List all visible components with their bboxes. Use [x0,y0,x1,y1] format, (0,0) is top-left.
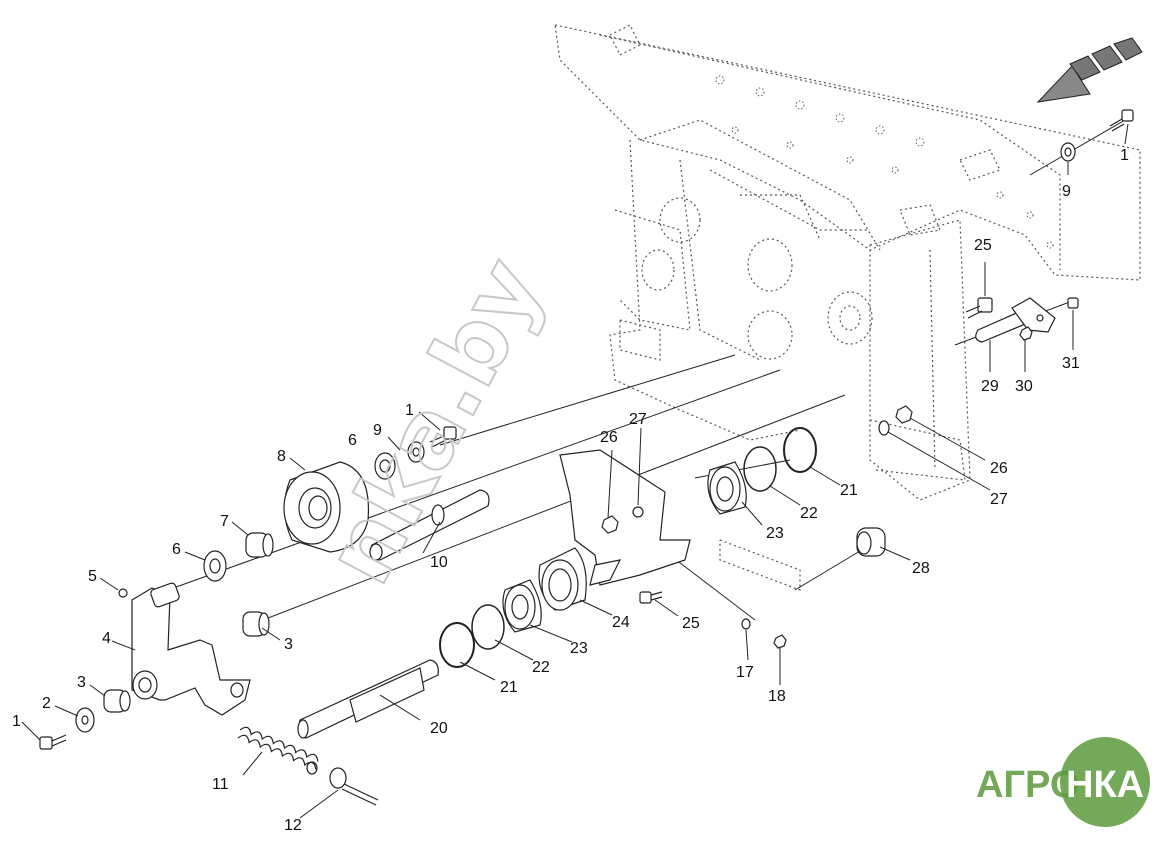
callout-25: 25 [682,615,700,632]
nut-part [601,515,619,534]
callout-21: 21 [500,679,518,696]
bolt-part [1067,297,1079,309]
callout-23: 23 [570,640,588,657]
watermark-text: nka.by [305,241,564,600]
callout-12: 12 [284,817,302,834]
bolt-part [429,426,457,448]
nut-part [773,634,787,649]
callout-6: 6 [348,432,357,449]
callout-8: 8 [277,448,286,465]
callout-27: 27 [629,411,647,428]
washer-part [1060,142,1076,162]
washer-part [741,618,751,630]
callout-6: 6 [172,541,181,558]
spring-part [237,726,319,775]
grease-nipple-part [118,588,128,598]
pivot-pin-part [975,297,1056,343]
callout-9: 9 [1062,183,1071,200]
callout-22: 22 [800,505,818,522]
direction-arrow-icon [1036,37,1143,103]
washer-part [878,420,890,436]
callout-21: 21 [840,482,858,499]
callout-numbers: 1 2 3 4 5 6 7 8 6 9 1 3 10 11 12 20 21 2… [12,147,1129,834]
callout-18: 18 [768,688,786,705]
logo-text-left: АГРО [976,764,1079,806]
nut-part [1019,326,1033,341]
bolt-part [1109,109,1134,132]
callout-1: 1 [12,713,21,730]
callout-27: 27 [990,491,1008,508]
callout-26: 26 [600,429,618,446]
lever-arm-part [131,582,251,716]
callout-3: 3 [77,674,86,691]
callout-1: 1 [1120,147,1129,164]
machine-frame-ghost [554,24,1141,591]
callout-4: 4 [102,630,111,647]
washer-part [407,441,425,463]
frame-holes [715,75,1054,249]
callout-10: 10 [430,554,448,571]
callout-30: 30 [1015,378,1033,395]
callout-22: 22 [532,659,550,676]
callout-3: 3 [284,636,293,653]
callout-28: 28 [912,560,930,577]
callout-9: 9 [373,422,382,439]
callout-leaders [21,123,1129,819]
bolt-part [639,297,993,604]
washer-part [75,707,95,733]
circlip-part [439,427,817,668]
shaft-part [369,489,490,561]
callout-25: 25 [974,237,992,254]
eye-bolt-part [329,767,379,806]
bearing-part [502,461,747,633]
callout-26: 26 [990,460,1008,477]
bushing-part [856,527,886,557]
callout-2: 2 [42,695,51,712]
pulley-part [283,461,370,553]
callout-5: 5 [88,568,97,585]
parts [39,109,1134,806]
callout-31: 31 [1062,355,1080,372]
bearing-part [203,452,396,582]
callout-20: 20 [430,720,448,737]
seal-ring-part [471,446,777,650]
bushing-part [103,611,270,713]
callout-1: 1 [405,402,414,419]
bearing-housing-part [538,449,691,611]
callout-23: 23 [766,525,784,542]
callout-29: 29 [981,378,999,395]
callout-17: 17 [736,664,754,681]
bolt-part [39,734,67,750]
agronka-logo: АГРО НКА [976,737,1150,827]
callout-7: 7 [220,513,229,530]
callout-24: 24 [612,614,630,631]
callout-11: 11 [212,776,229,793]
nut-part [895,405,913,424]
logo-text-right: НКА [1066,764,1144,806]
drive-shaft-part [297,659,439,739]
spacer-part [245,532,274,558]
